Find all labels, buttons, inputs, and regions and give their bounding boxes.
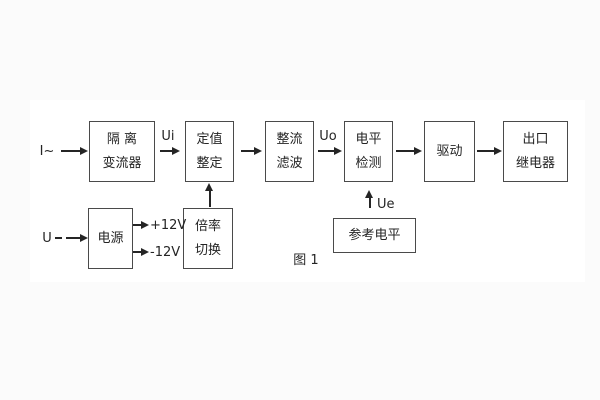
arrow-multiplier-setting-line: [209, 190, 211, 207]
rail-minus12v-label: -12V: [150, 245, 181, 260]
arrow-setting-rectifier-head: [254, 147, 262, 155]
block-multiplier-line1: 倍率: [194, 219, 221, 234]
block-isolation-line2: 变流器: [102, 156, 142, 171]
arrow-minus12v-line: [133, 251, 143, 253]
block-drive-line1: 驱动: [436, 144, 463, 159]
figure-caption: 图 1: [293, 253, 319, 268]
block-reference-level: 参考电平: [333, 218, 416, 253]
block-rectifier-line1: 整流: [276, 132, 303, 147]
block-isolation-line1: 隔 离: [106, 132, 138, 147]
block-setting-line2: 整定: [196, 156, 223, 171]
arrow-ui-head: [172, 147, 180, 155]
block-power-supply: 电源: [88, 208, 133, 269]
arrow-ue-head: [365, 190, 373, 198]
block-output-relay: 出口 继电器: [503, 121, 568, 182]
arrow-voltage-input-dash: [55, 237, 62, 239]
arrow-drive-output-line: [477, 150, 495, 152]
arrow-plus12v-head: [141, 221, 149, 229]
block-level-line2: 检测: [355, 156, 382, 171]
arrow-voltage-input-head: [80, 234, 88, 242]
block-drive: 驱动: [424, 121, 475, 182]
block-rectifier-filter: 整流 滤波: [265, 121, 314, 182]
arrow-level-drive-line: [396, 150, 415, 152]
arrow-plus12v-line: [133, 224, 143, 226]
block-rectifier-line2: 滤波: [276, 156, 303, 171]
arrow-current-input-line: [61, 150, 81, 152]
arrow-current-input-head: [80, 147, 88, 155]
block-level-line1: 电平: [355, 132, 382, 147]
block-isolation-transformer: 隔 离 变流器: [89, 121, 155, 182]
arrow-ui-line: [160, 150, 173, 152]
arrow-level-drive-head: [414, 147, 422, 155]
arrow-uo-head: [334, 147, 342, 155]
block-setting-line1: 定值: [196, 132, 223, 147]
arrow-setting-rectifier-line: [241, 150, 255, 152]
input-voltage-label: U: [42, 231, 52, 246]
rail-plus12v-label: +12V: [150, 218, 187, 233]
block-power-line1: 电源: [97, 231, 124, 246]
block-ratio-switch: 倍率 切换: [183, 208, 233, 269]
signal-ui-label: Ui: [161, 129, 175, 144]
signal-ue-label: Ue: [377, 197, 395, 212]
block-output-line2: 继电器: [515, 156, 555, 171]
block-level-detection: 电平 检测: [344, 121, 393, 182]
block-setting-adjust: 定值 整定: [185, 121, 234, 182]
arrow-minus12v-head: [141, 248, 149, 256]
arrow-voltage-input-line: [66, 237, 82, 239]
block-output-line1: 出口: [522, 132, 549, 147]
arrow-ue-line: [369, 197, 371, 208]
arrow-multiplier-setting-head: [205, 183, 213, 191]
block-reference-line1: 参考电平: [348, 228, 401, 243]
block-multiplier-line2: 切换: [194, 243, 221, 258]
input-current-label: I~: [39, 144, 55, 159]
arrow-uo-line: [318, 150, 335, 152]
arrow-drive-output-head: [494, 147, 502, 155]
signal-uo-label: Uo: [319, 129, 337, 144]
